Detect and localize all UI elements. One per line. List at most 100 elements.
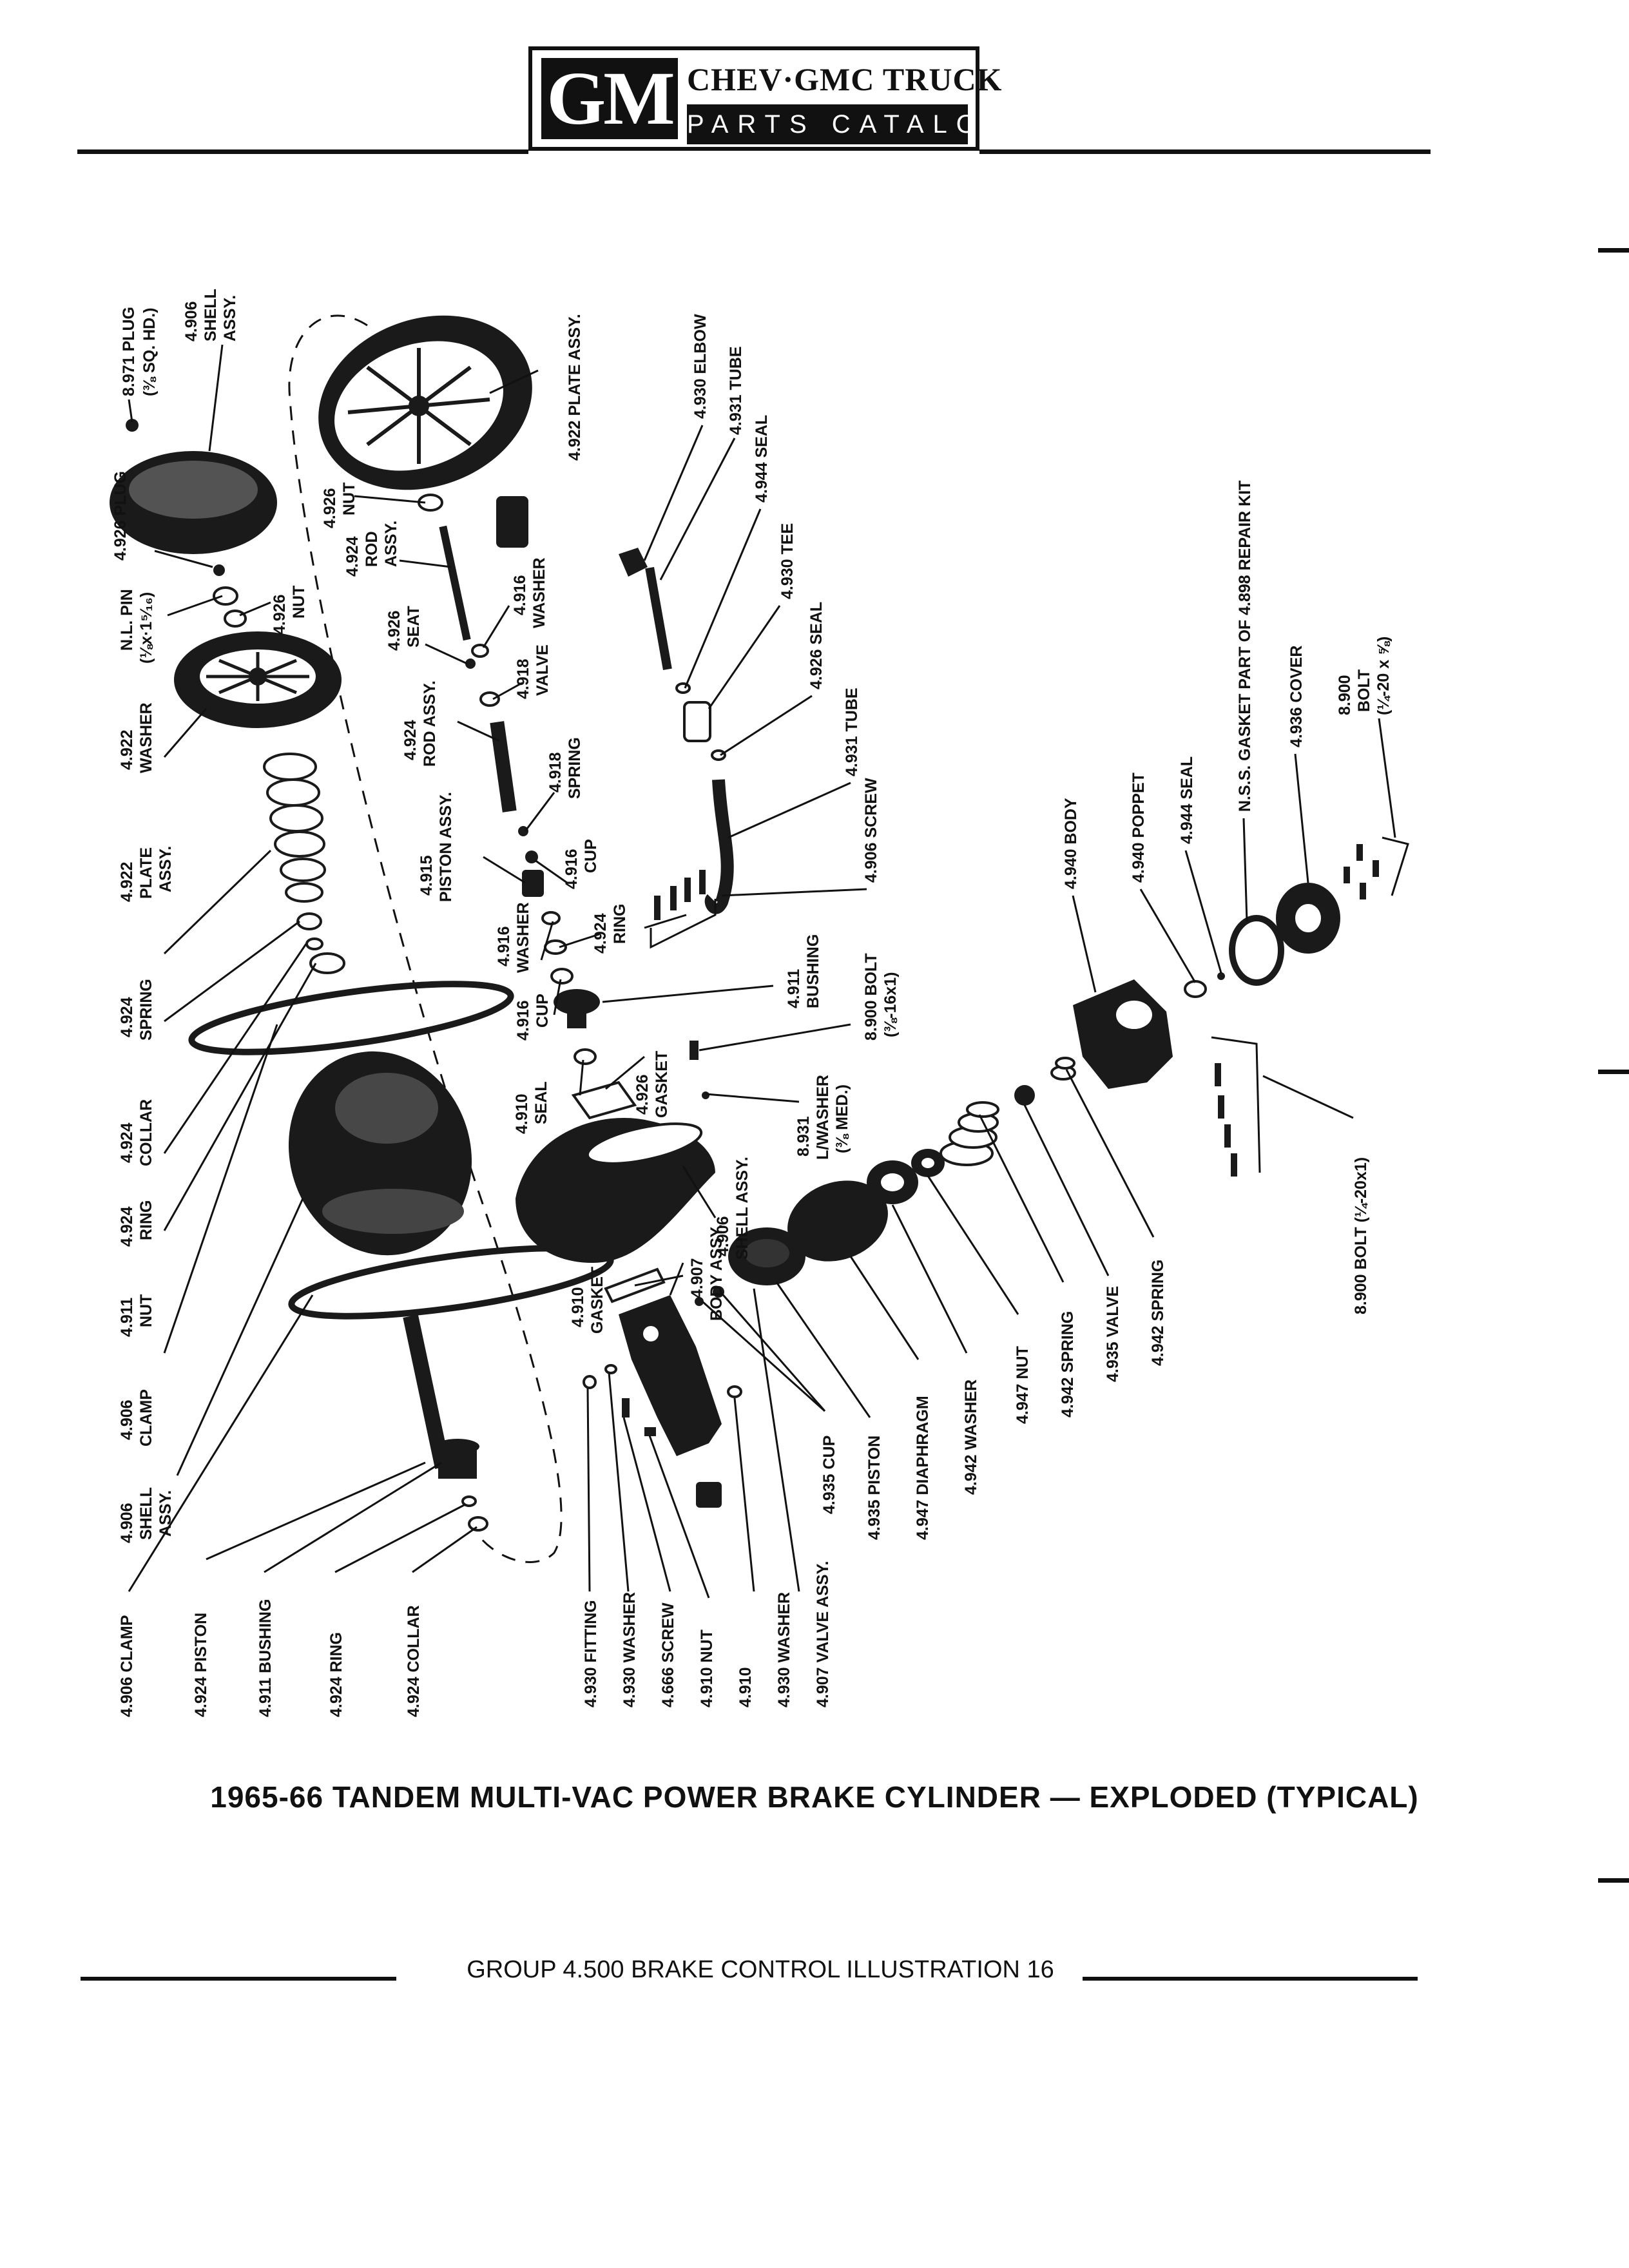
- cup-4916-center: [550, 968, 574, 985]
- label-valve-4918-2: VALVE: [534, 644, 552, 696]
- washer-4922: [213, 586, 238, 606]
- label-plug-8971-size: (⅜ SQ. HD.): [140, 307, 159, 396]
- footer-rule-right: [1083, 1977, 1418, 1981]
- tube-4931: [645, 566, 672, 671]
- spring-4942: [940, 1101, 999, 1166]
- washer-4930-a: [604, 1364, 617, 1374]
- label-plug-8971: 8.971 PLUG: [120, 307, 138, 396]
- bolts-bracket-lower: [1211, 1036, 1261, 1173]
- valve-block: [496, 496, 528, 548]
- washer-4930-b: [727, 1385, 742, 1398]
- label-bolt2-8900-2: BOLT: [1355, 669, 1373, 712]
- label-seal2-4944: 4.944 SEAL: [1178, 756, 1196, 844]
- plate-assy-top: [318, 315, 532, 490]
- label-piston-4915-1: 4.915: [418, 855, 436, 896]
- fitting-4930: [583, 1375, 597, 1389]
- bolts-8900-right: [1344, 844, 1379, 899]
- label-elbow-4930: 4.930 ELBOW: [691, 314, 709, 419]
- tube-4931-bent: [704, 779, 734, 914]
- plate-assy-left: [174, 631, 342, 728]
- label-seat-4926-1: 4.926: [385, 610, 403, 651]
- label-gasket-4926-2: GASKET: [653, 1051, 671, 1118]
- label-rod2-4924-2: ROD ASSY.: [421, 680, 439, 767]
- label-nut-4911-2: NUT: [137, 1294, 155, 1327]
- label-bolt-8900-1: 8.900 BOLT: [862, 953, 880, 1041]
- valve-4918: [479, 691, 500, 707]
- label-gasket-4910-2: GASKET: [588, 1267, 606, 1334]
- spring-4918: [518, 826, 528, 836]
- label-nut-4911-1: 4.911: [118, 1298, 136, 1337]
- gm-logo: GM: [541, 58, 678, 139]
- tee-4930: [683, 701, 711, 742]
- footer-text: GROUP 4.500 BRAKE CONTROL ILLUSTRATION 1…: [467, 1956, 1054, 1983]
- label-bottom-bushing: 4.911 BUSHING: [256, 1599, 275, 1717]
- label-nut2-4926-2: NUT: [340, 483, 358, 515]
- label-shell-mid-2: SHELL: [137, 1487, 155, 1540]
- label-num-4910: 4.910: [737, 1667, 755, 1707]
- label-shell-mid-3: ASSY.: [157, 1490, 175, 1537]
- edge-mark-2: [1598, 1070, 1629, 1074]
- label-rod-4924-2: ROD: [363, 531, 381, 567]
- piston-4935: [728, 1227, 805, 1285]
- label-washer2-4930: 4.930 WASHER: [775, 1592, 793, 1707]
- nut-4911: [309, 952, 345, 974]
- bolts-8900-lower: [1215, 1063, 1237, 1177]
- bushing-4911-center: [554, 989, 600, 1028]
- valve-assy-4907: [696, 1482, 722, 1508]
- diaphragm-4947: [787, 1180, 888, 1262]
- label-lwasher-8931-3: (⅜ MED.): [833, 1084, 851, 1153]
- label-shell-top-1: 4.906: [182, 301, 200, 341]
- label-nut-4926-1: 4.926: [271, 594, 289, 635]
- label-ring-4924-2: RING: [137, 1200, 155, 1241]
- label-spring-4924-1: 4.924: [118, 997, 136, 1037]
- collar-4924-bottom: [468, 1516, 488, 1532]
- label-plate-4922-1: 4.922: [118, 861, 136, 902]
- screw-4666: [622, 1398, 630, 1418]
- label-tube2-4931: 4.931 TUBE: [843, 687, 861, 776]
- rod-assy-4924: [439, 525, 471, 641]
- label-washer-4930: 4.930 WASHER: [621, 1592, 639, 1707]
- collar-4924: [296, 912, 322, 930]
- body-4940: [1073, 979, 1173, 1089]
- label-nl-pin: N.L. PIN: [118, 589, 136, 651]
- label-seal-4926: 4.926 SEAL: [807, 602, 825, 689]
- seat-4926: [465, 658, 476, 669]
- label-plate-4922-3: ASSY.: [157, 846, 175, 892]
- leader-lines: [128, 344, 1396, 1599]
- label-bottom-collar: 4.924 COLLAR: [405, 1605, 423, 1717]
- label-bottom-piston: 4.924 PISTON: [192, 1613, 210, 1717]
- label-seal-4944: 4.944 SEAL: [753, 415, 771, 503]
- figure-caption: 1965-66 TANDEM MULTI-VAC POWER BRAKE CYL…: [210, 1780, 1419, 1814]
- washer-4916: [471, 644, 489, 658]
- bushing-4911: [436, 1439, 479, 1479]
- label-seal-4910-1: 4.910: [513, 1093, 531, 1134]
- seal-gasket-4910: [571, 1081, 637, 1120]
- label-nl-pin-size: (⅛x·1⁵⁄₁₆): [137, 592, 155, 664]
- label-tee-4930: 4.930 TEE: [778, 523, 796, 599]
- header-title: CHEV·GMC TRUCK: [687, 61, 1003, 97]
- label-bottom-clamp: 4.906 CLAMP: [118, 1615, 136, 1717]
- label-cup-4916-1: 4.916: [563, 849, 581, 889]
- elbow-4930: [619, 548, 648, 577]
- label-spring-4924-2: SPRING: [137, 979, 155, 1041]
- plug-4926: [213, 564, 225, 576]
- label-nss-gasket: N.S.S. GASKET PART OF 4.898 REPAIR KIT: [1236, 481, 1254, 812]
- label-bushing-4911-2: BUSHING: [804, 934, 822, 1008]
- label-ring2-4924-1: 4.924: [592, 913, 610, 954]
- label-valve-4907: 4.907 VALVE ASSY.: [814, 1561, 832, 1707]
- gm-header-box: GM CHEV·GMC TRUCK PARTS CATALOGUE: [528, 46, 1059, 151]
- label-nut-4947: 4.947 NUT: [1014, 1346, 1032, 1424]
- label-body-4907-2: BODY ASSY.: [708, 1224, 726, 1321]
- shell-assy-top: [110, 451, 277, 554]
- label-washer2-4916-1: 4.916: [495, 926, 513, 966]
- label-bolt2-8900-1: 8.900: [1336, 675, 1354, 715]
- label-spring-4918-1: 4.918: [546, 752, 564, 793]
- label-washer-4916-2: WASHER: [530, 557, 548, 628]
- valve-4935: [1014, 1085, 1035, 1106]
- label-ring-4924-1: 4.924: [118, 1206, 136, 1247]
- body-assy-4907: [619, 1295, 722, 1456]
- header-subtitle: PARTS CATALOGUE: [687, 104, 1059, 144]
- label-washer2-4916-2: WASHER: [514, 902, 532, 973]
- label-piston-4935: 4.935 PISTON: [865, 1436, 883, 1540]
- label-nut-4926-2: NUT: [290, 586, 308, 619]
